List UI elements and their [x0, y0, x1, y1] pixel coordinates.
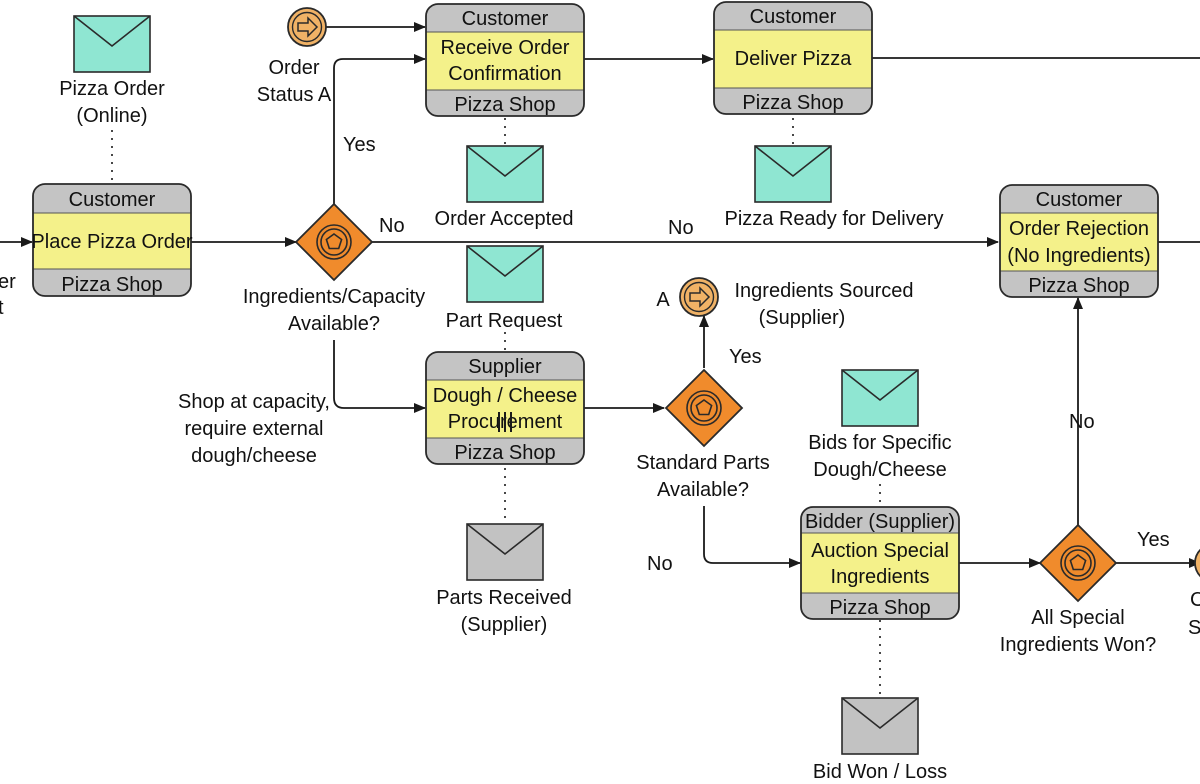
- flow-label-yes-2: Yes: [729, 346, 762, 368]
- message-part-request: Part Request: [446, 245, 563, 332]
- message-pizza-ready: Pizza Ready for Delivery: [725, 145, 944, 230]
- event-order-status[interactable]: [287, 7, 327, 47]
- annotation-shop-capacity-2: require external: [185, 418, 324, 440]
- envelope-closed-icon: [466, 523, 544, 581]
- task-place-order[interactable]: Customer Place Pizza Order Pizza Shop: [31, 183, 193, 297]
- event-ingredients-sourced-label-2: (Supplier): [759, 307, 846, 329]
- parallel-marker-icon: [498, 412, 512, 432]
- envelope-open-icon: [73, 15, 151, 73]
- event-ingredients-sourced-prefix: A: [656, 289, 670, 311]
- pentagon-icon: [1069, 554, 1087, 571]
- edge-label-right-2: S: [1188, 617, 1200, 639]
- message-pizza-ready-label: Pizza Ready for Delivery: [725, 208, 944, 230]
- flow-label-no-3: No: [647, 553, 673, 575]
- arrow-right-icon: [689, 286, 711, 308]
- gateway-ingredients-capacity-label-2: Available?: [288, 313, 380, 335]
- task-deliver-pizza[interactable]: Customer Deliver Pizza Pizza Shop: [713, 1, 873, 115]
- arrow-right-icon: [297, 16, 319, 38]
- flow-label-no-4: No: [1069, 411, 1095, 433]
- task-place-order-bottom: Pizza Shop: [61, 274, 162, 296]
- task-receive-confirmation-top: Customer: [462, 8, 549, 30]
- task-receive-confirmation-middle-2: Confirmation: [448, 63, 561, 85]
- message-bids: Bids for Specific Dough/Cheese: [808, 369, 952, 481]
- message-associations: [111, 118, 881, 698]
- sequence-flows: [0, 22, 1200, 568]
- task-dough-procurement[interactable]: Supplier Dough / Cheese Procurement Pizz…: [425, 351, 585, 465]
- event-right-edge-partial: [1194, 548, 1200, 578]
- pentagon-icon: [325, 233, 343, 250]
- flow-label-no-1: No: [379, 215, 405, 237]
- message-order-accepted: Order Accepted: [435, 145, 574, 230]
- message-bids-label-2: Dough/Cheese: [813, 459, 946, 481]
- task-order-rejection-bottom: Pizza Shop: [1028, 275, 1129, 297]
- task-auction-top: Bidder (Supplier): [805, 511, 955, 533]
- task-deliver-pizza-bottom: Pizza Shop: [742, 92, 843, 114]
- task-order-rejection[interactable]: Customer Order Rejection (No Ingredients…: [999, 184, 1159, 298]
- task-place-order-top: Customer: [69, 189, 156, 211]
- task-receive-confirmation-middle-1: Receive Order: [441, 37, 570, 59]
- task-deliver-pizza-top: Customer: [750, 6, 837, 28]
- task-auction-bottom: Pizza Shop: [829, 597, 930, 619]
- flow-label-no-2: No: [668, 217, 694, 239]
- flow-gateway-yes-to-confirmation: [333, 54, 426, 204]
- task-auction-middle-2: Ingredients: [831, 566, 930, 588]
- flow-label-yes-3: Yes: [1137, 529, 1170, 551]
- task-dough-procurement-bottom: Pizza Shop: [454, 442, 555, 464]
- envelope-open-icon: [466, 145, 544, 203]
- message-parts-received-label-1: Parts Received: [436, 587, 572, 609]
- envelope-open-icon: [841, 369, 919, 427]
- message-parts-received: Parts Received (Supplier): [436, 523, 572, 636]
- message-parts-received-label-2: (Supplier): [461, 614, 548, 636]
- flow-gateway-to-procurement: [333, 340, 426, 413]
- edge-label-left-2: t: [0, 297, 4, 319]
- event-ingredients-sourced[interactable]: [679, 277, 719, 317]
- message-bid-won: Bid Won / Loss: [813, 697, 947, 783]
- gateway-standard-parts-label-2: Available?: [657, 479, 749, 501]
- task-order-rejection-top: Customer: [1036, 189, 1123, 211]
- gateway-special-won-label-1: All Special: [1031, 607, 1124, 629]
- event-ingredients-sourced-label-1: Ingredients Sourced: [734, 280, 913, 302]
- task-order-rejection-middle-1: Order Rejection: [1009, 218, 1149, 240]
- message-part-request-label: Part Request: [446, 310, 563, 332]
- message-pizza-order-label-2: (Online): [76, 105, 147, 127]
- message-bid-won-label: Bid Won / Loss: [813, 761, 947, 783]
- gateway-special-won-label-2: Ingredients Won?: [1000, 634, 1156, 656]
- annotation-shop-capacity-1: Shop at capacity,: [178, 391, 330, 413]
- task-dough-procurement-middle-1: Dough / Cheese: [433, 385, 578, 407]
- task-deliver-pizza-middle: Deliver Pizza: [735, 48, 853, 70]
- message-order-accepted-label: Order Accepted: [435, 208, 574, 230]
- pentagon-icon: [695, 399, 713, 416]
- gateway-standard-parts[interactable]: [664, 368, 744, 448]
- event-order-status-label-2: Status A: [257, 84, 332, 106]
- message-pizza-order: Pizza Order (Online): [59, 15, 165, 127]
- task-auction-middle-1: Auction Special: [811, 540, 949, 562]
- flow-gateway2-no-to-auction: [703, 506, 801, 568]
- gateway-ingredients-capacity-label-1: Ingredients/Capacity: [243, 286, 425, 308]
- edge-label-right-1: C: [1190, 589, 1200, 611]
- envelope-open-icon: [754, 145, 832, 203]
- envelope-closed-icon: [841, 697, 919, 755]
- gateway-ingredients-capacity[interactable]: [294, 202, 374, 282]
- task-receive-confirmation-bottom: Pizza Shop: [454, 94, 555, 116]
- task-dough-procurement-top: Supplier: [468, 356, 542, 378]
- envelope-open-icon: [466, 245, 544, 303]
- annotation-shop-capacity-3: dough/cheese: [191, 445, 317, 467]
- gateway-special-won[interactable]: [1038, 523, 1118, 603]
- task-auction[interactable]: Bidder (Supplier) Auction Special Ingred…: [800, 506, 960, 620]
- flow-label-yes-1: Yes: [343, 134, 376, 156]
- event-order-status-label-1: Order: [268, 57, 319, 79]
- message-pizza-order-label-1: Pizza Order: [59, 78, 165, 100]
- edge-label-left-1: er: [0, 271, 16, 293]
- task-order-rejection-middle-2: (No Ingredients): [1007, 245, 1150, 267]
- gateway-standard-parts-label-1: Standard Parts: [636, 452, 769, 474]
- task-receive-confirmation[interactable]: Customer Receive Order Confirmation Pizz…: [425, 3, 585, 117]
- message-bids-label-1: Bids for Specific: [808, 432, 951, 454]
- task-place-order-middle: Place Pizza Order: [31, 231, 193, 253]
